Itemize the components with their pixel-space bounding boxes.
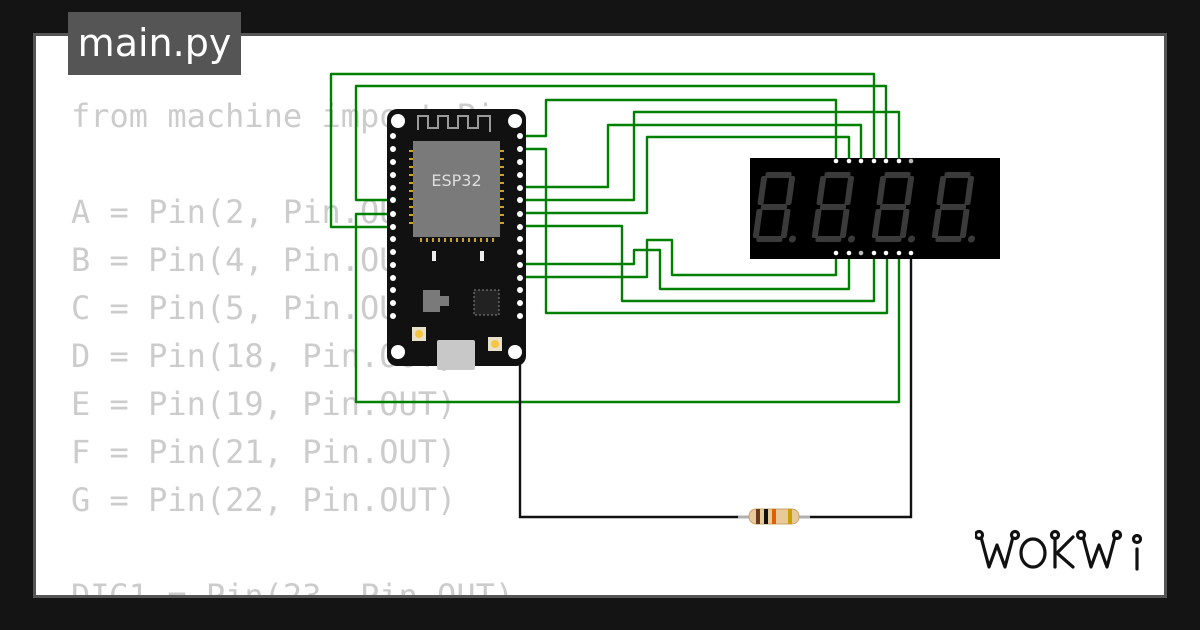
esp32-board[interactable]: ESP32: [387, 109, 526, 370]
wire: [520, 110, 901, 202]
usb-port: [437, 340, 475, 370]
antenna: [417, 115, 491, 132]
display-digit: [811, 172, 856, 243]
display-digit: [752, 172, 797, 243]
segment: [760, 204, 788, 210]
wire: [520, 238, 838, 279]
segment: [884, 172, 911, 178]
code-line: D = Pin(18, Pin.OUT): [71, 337, 457, 375]
segment: [904, 176, 915, 205]
segment: [875, 236, 902, 242]
segment: [815, 236, 842, 242]
segment: [964, 176, 975, 205]
wire: [354, 84, 888, 202]
mount-hole: [391, 114, 405, 128]
segment: [819, 204, 847, 210]
segment: [756, 236, 783, 242]
decimal-point: [907, 235, 916, 243]
wires[interactable]: [329, 72, 901, 404]
code-line: G = Pin(22, Pin.OUT): [71, 481, 457, 519]
mount-hole: [391, 345, 405, 359]
esp32-chip: [413, 141, 500, 237]
digit-group: [752, 172, 976, 243]
segment: [931, 209, 942, 238]
segment: [879, 204, 907, 210]
segment: [785, 176, 796, 205]
usb-uart-chip: [473, 289, 500, 316]
resistor[interactable]: [738, 508, 810, 525]
wire: [520, 98, 838, 160]
wire: [354, 212, 901, 404]
wire: [520, 224, 876, 303]
segment: [757, 176, 768, 205]
segment: [816, 176, 827, 205]
voltage-regulator: [423, 290, 440, 312]
segment: [871, 209, 882, 238]
wire: [520, 135, 851, 215]
code-line: DIG1 = Pin(23, Pin.OUT): [71, 577, 515, 598]
decimal-point: [788, 235, 797, 243]
segment: [936, 176, 947, 205]
segment: [899, 209, 910, 238]
ground-wire[interactable]: [518, 255, 913, 519]
decimal-point: [967, 235, 976, 243]
segment: [839, 209, 850, 238]
segment: [811, 209, 822, 238]
seven-segment-display[interactable]: [750, 158, 1000, 259]
segment: [959, 209, 970, 238]
chip-label: ESP32: [431, 171, 481, 190]
segment: [765, 172, 792, 178]
code-line: E = Pin(19, Pin.OUT): [71, 385, 457, 423]
mount-hole: [508, 114, 522, 128]
segment: [844, 176, 855, 205]
segment: [935, 236, 962, 242]
display-digit: [931, 172, 976, 243]
wire: [520, 147, 889, 315]
wire: [329, 72, 876, 229]
mount-hole: [508, 345, 522, 359]
display-digit: [871, 172, 916, 243]
file-tab[interactable]: main.py: [68, 12, 241, 75]
segment: [824, 172, 851, 178]
segment: [876, 176, 887, 205]
segment: [939, 204, 967, 210]
segment: [780, 209, 791, 238]
segment: [944, 172, 971, 178]
wire: [520, 123, 863, 189]
wire: [520, 248, 851, 291]
code-line: F = Pin(21, Pin.OUT): [71, 433, 457, 471]
code-line: C = Pin(5, Pin.OUT): [71, 289, 438, 327]
wokwi-logo: [975, 529, 1143, 571]
segment: [752, 209, 763, 238]
decimal-point: [847, 235, 856, 243]
